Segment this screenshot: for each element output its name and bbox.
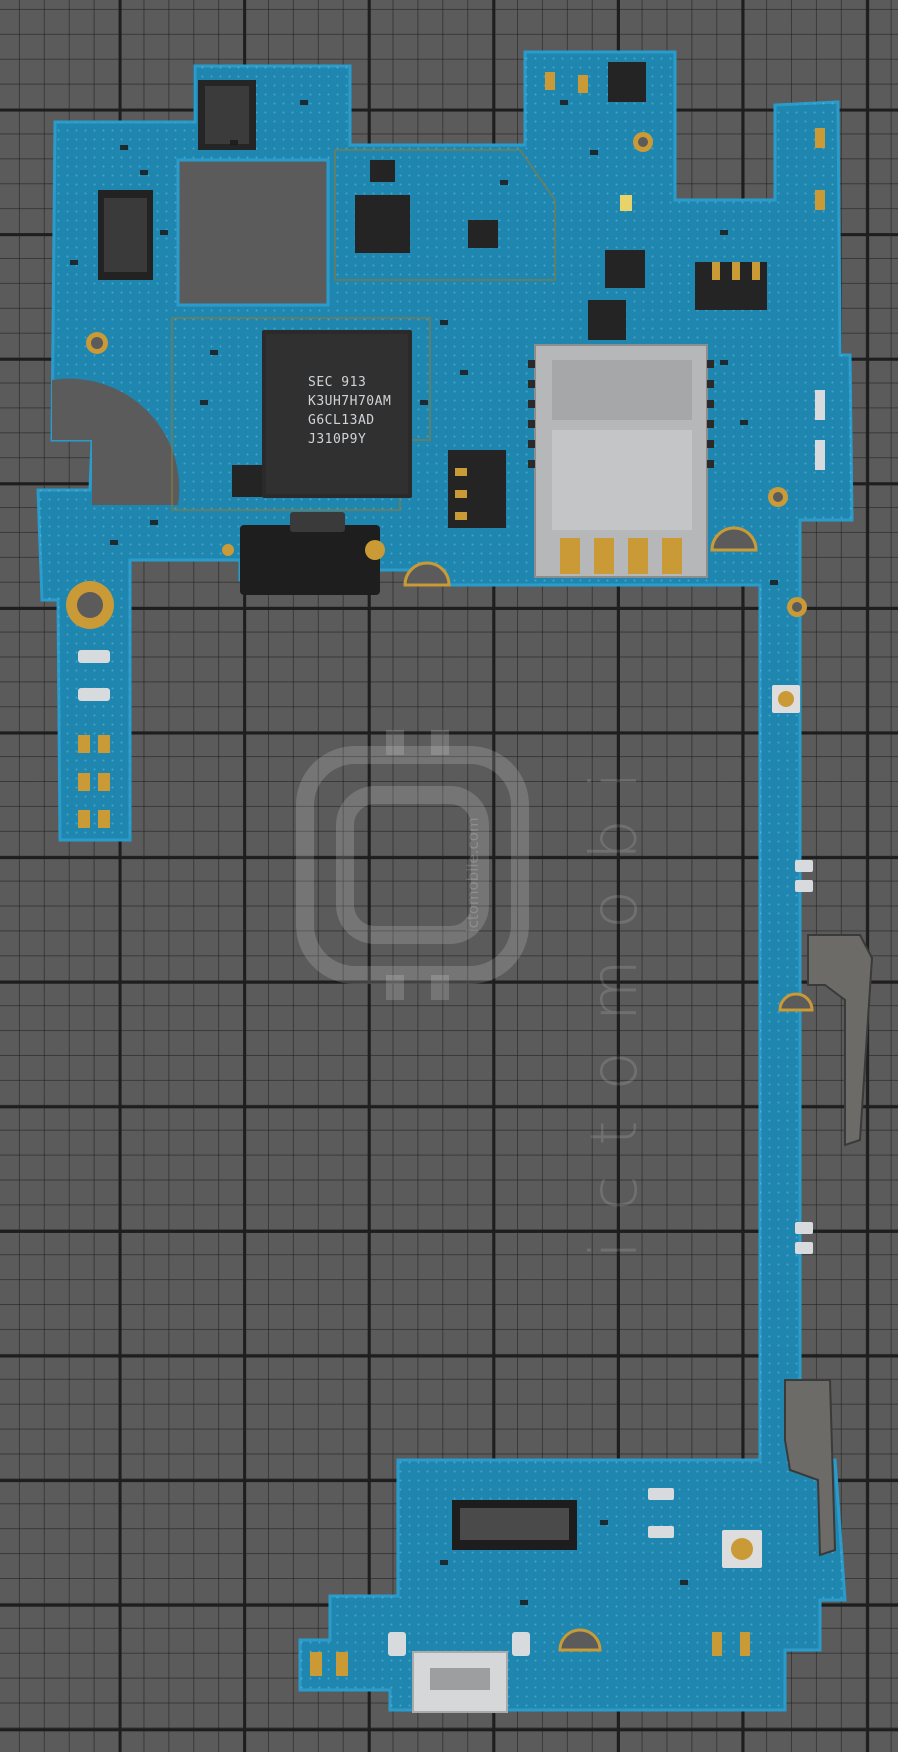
screw-holes <box>66 132 807 629</box>
watermark-logo <box>296 730 529 1000</box>
board-connectors <box>98 80 577 1550</box>
watermark-brand: ictomobi <box>578 741 652 1259</box>
coax-connectors <box>722 685 800 1568</box>
watermark-site: ictomobile.com <box>464 817 482 933</box>
camera-cutout <box>176 158 330 307</box>
antenna-contacts <box>784 934 874 1557</box>
small-ics <box>232 62 767 528</box>
smd-components <box>70 100 778 1605</box>
chip-label-line-3: G6CL13AD <box>308 413 375 428</box>
chip-label-line-1: SEC 913 <box>308 375 367 390</box>
memory-chip <box>262 330 412 498</box>
chip-label-line-2: K3UH7H70AM <box>308 394 392 409</box>
chip-label-line-4: J310P9Y <box>308 432 367 447</box>
headphone-jack <box>222 512 385 595</box>
sim-card-tray <box>528 344 714 578</box>
usb-port <box>412 1651 508 1713</box>
memory-chip-label: SEC 913 K3UH7H70AM G6CL13AD J310P9Y <box>308 373 428 449</box>
